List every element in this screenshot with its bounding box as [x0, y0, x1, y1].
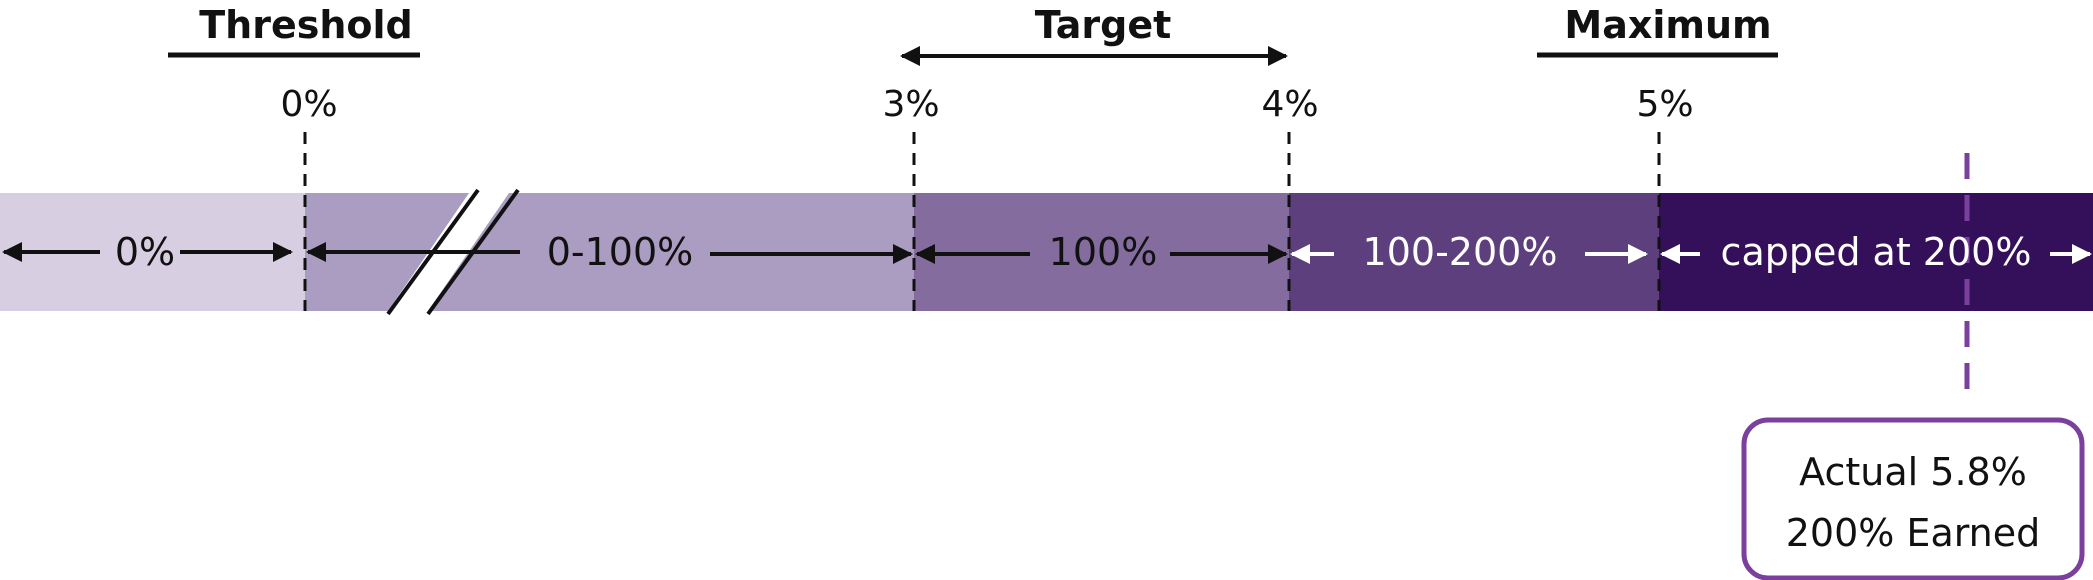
segment-capped [1659, 193, 2093, 311]
earned-value-text: 200% Earned [1786, 511, 2041, 555]
segment-100-label: 100% [1049, 230, 1158, 274]
target-heading: Target [1035, 3, 1172, 47]
tick-label-4: 4% [1261, 84, 1318, 125]
maximum-heading: Maximum [1564, 3, 1771, 47]
segment-100-200-label: 100-200% [1363, 230, 1558, 274]
tick-label-0: 0% [280, 84, 337, 125]
segment-capped-label: capped at 200% [1721, 230, 2032, 274]
actual-value-text: Actual 5.8% [1799, 450, 2027, 494]
tick-label-3: 3% [882, 84, 939, 125]
segment-0-label: 0% [115, 230, 175, 274]
tick-label-5: 5% [1636, 84, 1693, 125]
actual-result-callout [1741, 417, 2085, 580]
threshold-heading: Threshold [199, 3, 413, 47]
segment-0-100-label: 0-100% [547, 230, 694, 274]
